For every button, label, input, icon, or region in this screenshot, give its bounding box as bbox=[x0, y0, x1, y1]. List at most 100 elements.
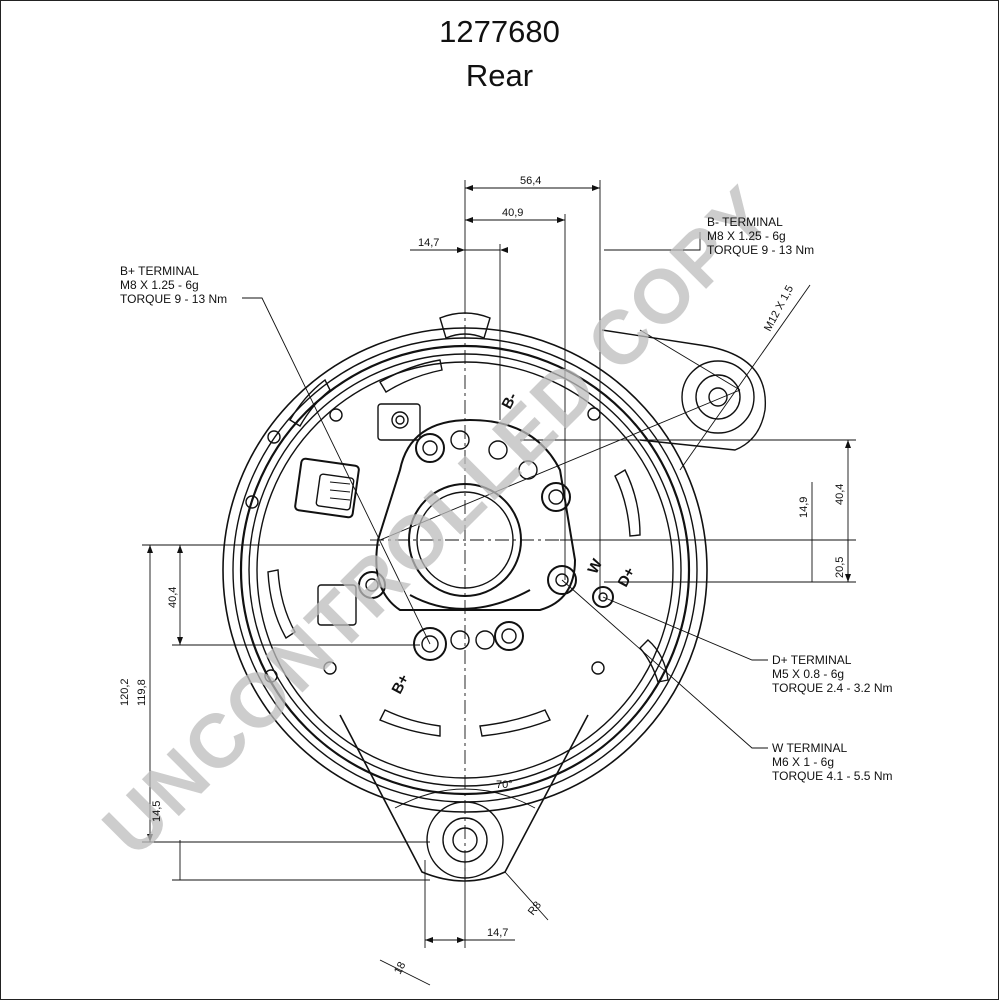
dim-label-left-120: 120,2 bbox=[119, 678, 131, 706]
stud-upper-left-core bbox=[422, 440, 438, 456]
leader-b-plus bbox=[242, 297, 431, 645]
callout-d-plus-torque: TORQUE 2.4 - 3.2 Nm bbox=[772, 681, 892, 695]
stud-left bbox=[358, 571, 386, 599]
upper-ear-hole-inner bbox=[708, 387, 728, 407]
leader-d-plus bbox=[602, 596, 768, 661]
vent-slot bbox=[267, 569, 296, 639]
arrowhead bbox=[425, 937, 433, 943]
section-line bbox=[379, 389, 741, 541]
stud-upper-left bbox=[415, 433, 445, 463]
arrowhead bbox=[557, 217, 565, 223]
dim-label-top-14: 14,7 bbox=[418, 237, 439, 249]
d-plus-terminal-stud bbox=[592, 586, 614, 608]
callout-b-plus-torque: TORQUE 9 - 13 Nm bbox=[120, 292, 227, 306]
terminal-mark-b-plus: B+ bbox=[389, 671, 413, 696]
b-minus-stud bbox=[391, 411, 409, 429]
w-terminal-stud bbox=[547, 565, 577, 595]
b-minus-stud-core bbox=[395, 415, 405, 425]
dim-label-radius: R8 bbox=[526, 899, 544, 917]
thread-leader bbox=[679, 284, 811, 471]
dim-label-top-40: 40,9 bbox=[502, 207, 523, 219]
dimension-lines bbox=[142, 180, 856, 986]
centre-lines bbox=[370, 300, 560, 880]
upper-ear-hole bbox=[695, 374, 741, 420]
rivet bbox=[264, 669, 278, 683]
rectifier-assembly bbox=[375, 418, 577, 611]
callout-d-plus-title: D+ TERMINAL bbox=[772, 653, 852, 667]
arrowhead bbox=[465, 185, 473, 191]
callout-b-minus: B- TERMINAL M8 X 1.25 - 6g TORQUE 9 - 13… bbox=[707, 215, 814, 257]
dim-label-top-56: 56,4 bbox=[520, 175, 541, 187]
arrowhead bbox=[457, 247, 465, 253]
vent-slot bbox=[479, 709, 551, 737]
connector-ribs bbox=[329, 481, 351, 501]
plate-left bbox=[317, 584, 357, 626]
vent-slot-top bbox=[439, 312, 491, 339]
arrowhead bbox=[465, 217, 473, 223]
b-plus-terminal-stud-core bbox=[421, 635, 439, 653]
arrowhead bbox=[147, 545, 153, 553]
callout-w-thread: M6 X 1 - 6g bbox=[772, 755, 834, 769]
callout-w: W TERMINAL M6 X 1 - 6g TORQUE 4.1 - 5.5 … bbox=[772, 741, 892, 783]
vent-slot bbox=[639, 639, 669, 683]
dim-label-right-40: 40,4 bbox=[834, 484, 846, 505]
rectifier-lower-edge bbox=[409, 589, 531, 610]
leader-r8 bbox=[504, 871, 549, 921]
terminal-mark-d-plus: D+ bbox=[615, 564, 639, 589]
callout-b-minus-torque: TORQUE 9 - 13 Nm bbox=[707, 243, 814, 257]
stud-lower-right bbox=[494, 621, 524, 651]
rivet bbox=[267, 430, 281, 444]
callout-d-plus: D+ TERMINAL M5 X 0.8 - 6g TORQUE 2.4 - 3… bbox=[772, 653, 892, 695]
vent-slot bbox=[289, 378, 331, 427]
dim-label-left-40: 40,4 bbox=[167, 587, 179, 608]
dim-bottom-18 bbox=[379, 959, 431, 986]
ext-line bbox=[639, 329, 741, 391]
rivet bbox=[245, 495, 259, 509]
part-number-title: 1277680 bbox=[439, 14, 560, 49]
diode-hole bbox=[450, 430, 470, 450]
callout-b-minus-thread: M8 X 1.25 - 6g bbox=[707, 229, 786, 243]
dim-label-bottom-14: 14,7 bbox=[487, 927, 508, 939]
dim-label-thread: M12 X 1,5 bbox=[762, 284, 796, 334]
upper-mounting-ear bbox=[601, 329, 766, 451]
callout-b-minus-title: B- TERMINAL bbox=[707, 215, 783, 229]
terminal-mark-b-minus: B- bbox=[499, 390, 521, 412]
dim-label-angle: 70° bbox=[496, 779, 513, 791]
diode-hole bbox=[450, 630, 470, 650]
arrowhead bbox=[457, 937, 465, 943]
vent-slot bbox=[614, 469, 641, 537]
angle-arc bbox=[394, 788, 536, 809]
regulator-connector-inner bbox=[315, 473, 355, 511]
stud-lower-right-core bbox=[501, 628, 517, 644]
upper-ear-boss bbox=[681, 360, 755, 434]
dim-label-right-14: 14,9 bbox=[798, 497, 810, 518]
d-plus-terminal-stud-core bbox=[598, 592, 608, 602]
w-terminal-stud-core bbox=[555, 573, 569, 587]
vent-slot bbox=[379, 359, 443, 393]
callout-b-plus: B+ TERMINAL M8 X 1.25 - 6g TORQUE 9 - 13… bbox=[120, 264, 227, 306]
callout-d-plus-thread: M5 X 0.8 - 6g bbox=[772, 667, 844, 681]
leader-b-minus bbox=[604, 232, 701, 251]
arrowhead bbox=[177, 545, 183, 553]
diode-hole bbox=[475, 630, 495, 650]
rivet bbox=[329, 408, 343, 422]
dim-label-left-119: 119,8 bbox=[136, 679, 148, 706]
stud-right bbox=[541, 482, 571, 512]
arrowhead bbox=[592, 185, 600, 191]
arrowhead bbox=[845, 574, 851, 582]
dim-label-right-20: 20,5 bbox=[834, 557, 846, 578]
arrowhead bbox=[845, 440, 851, 448]
dim-label-left-small: 14,5 bbox=[151, 801, 163, 822]
vent-slot bbox=[379, 709, 441, 737]
callout-w-title: W TERMINAL bbox=[772, 741, 847, 755]
rivet bbox=[323, 661, 337, 675]
diode-hole bbox=[488, 440, 508, 460]
arrowheads bbox=[147, 185, 851, 943]
diode-hole bbox=[518, 460, 538, 480]
b-plus-terminal-stud bbox=[413, 627, 447, 661]
callout-b-plus-title: B+ TERMINAL bbox=[120, 264, 199, 278]
terminal-mark-w: W bbox=[585, 556, 607, 577]
b-minus-block bbox=[377, 403, 421, 441]
callout-b-plus-thread: M8 X 1.25 - 6g bbox=[120, 278, 199, 292]
